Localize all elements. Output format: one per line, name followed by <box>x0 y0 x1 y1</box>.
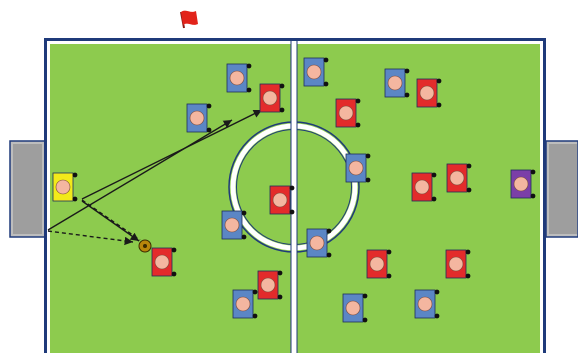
right-goal <box>546 141 578 237</box>
left-goal <box>10 141 45 237</box>
halfway-line <box>291 41 297 353</box>
ball-icon <box>139 240 151 252</box>
corner-flag-icon <box>181 11 198 28</box>
